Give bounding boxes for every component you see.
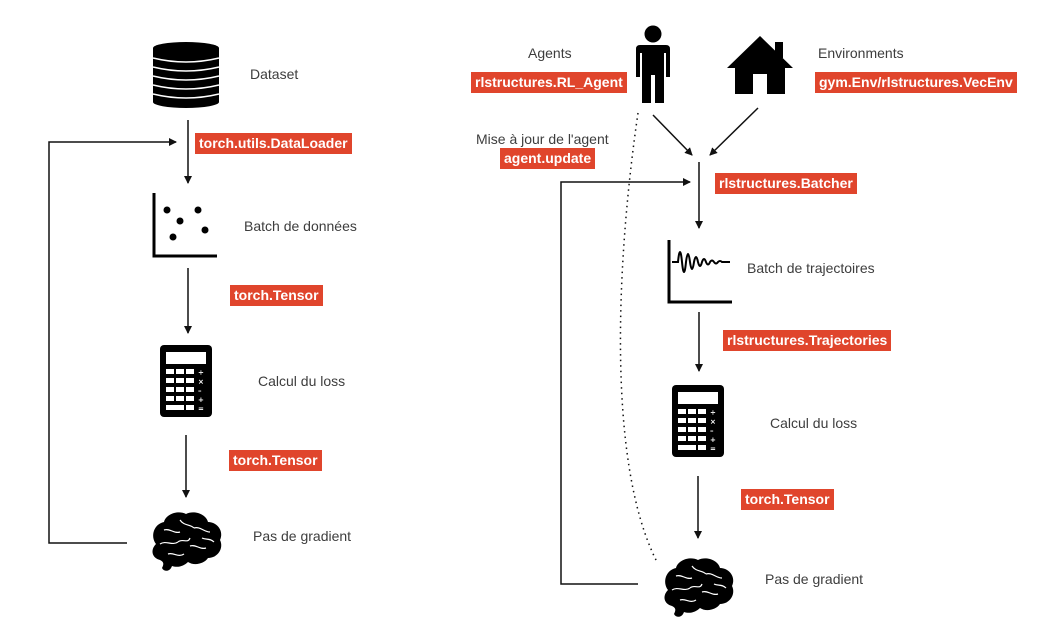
tag-tensor: torch.Tensor [230, 285, 323, 306]
tag-rl-agent: rlstructures.RL_Agent [471, 72, 627, 93]
waveform-plot-icon [667, 240, 732, 304]
node-label-gradient: Pas de gradient [253, 528, 352, 544]
node-label-batch: Batch de données [244, 218, 357, 234]
calculator-icon [672, 385, 724, 457]
node-label-trajectories: Batch de trajectoires [747, 260, 875, 276]
scatter-plot-icon [152, 193, 217, 258]
node-label-loss: Calcul du loss [258, 373, 346, 389]
tag-tensor: torch.Tensor [741, 489, 834, 510]
tag-trajectories: rlstructures.Trajectories [723, 330, 892, 351]
tag-dataloader: torch.utils.DataLoader [195, 133, 352, 154]
brain-icon [151, 511, 222, 572]
tag-batcher: rlstructures.Batcher [715, 173, 857, 194]
agents-label: Agents [528, 45, 572, 61]
agent-update-label: Mise à jour de l'agent [476, 131, 609, 147]
person-icon [636, 25, 670, 103]
node-label-gradient: Pas de gradient [765, 571, 864, 587]
env-to-batcher-arrow [709, 107, 759, 156]
node-label-loss: Calcul du loss [770, 415, 858, 431]
feedback-loop-line [560, 178, 691, 585]
agent-to-batcher-arrow [652, 114, 693, 156]
node-label-dataset: Dataset [250, 66, 299, 82]
brain-icon [663, 557, 734, 618]
house-icon [727, 36, 793, 94]
tag-vecenv: gym.Env/rlstructures.VecEnv [815, 72, 1017, 93]
calculator-icon [160, 345, 212, 417]
tag-agent-update: agent.update [500, 148, 596, 169]
database-icon [152, 42, 220, 108]
agent-update-dotted-line [619, 112, 658, 563]
feedback-loop-line [48, 138, 177, 544]
tag-tensor: torch.Tensor [229, 450, 322, 471]
environments-label: Environments [818, 45, 904, 61]
